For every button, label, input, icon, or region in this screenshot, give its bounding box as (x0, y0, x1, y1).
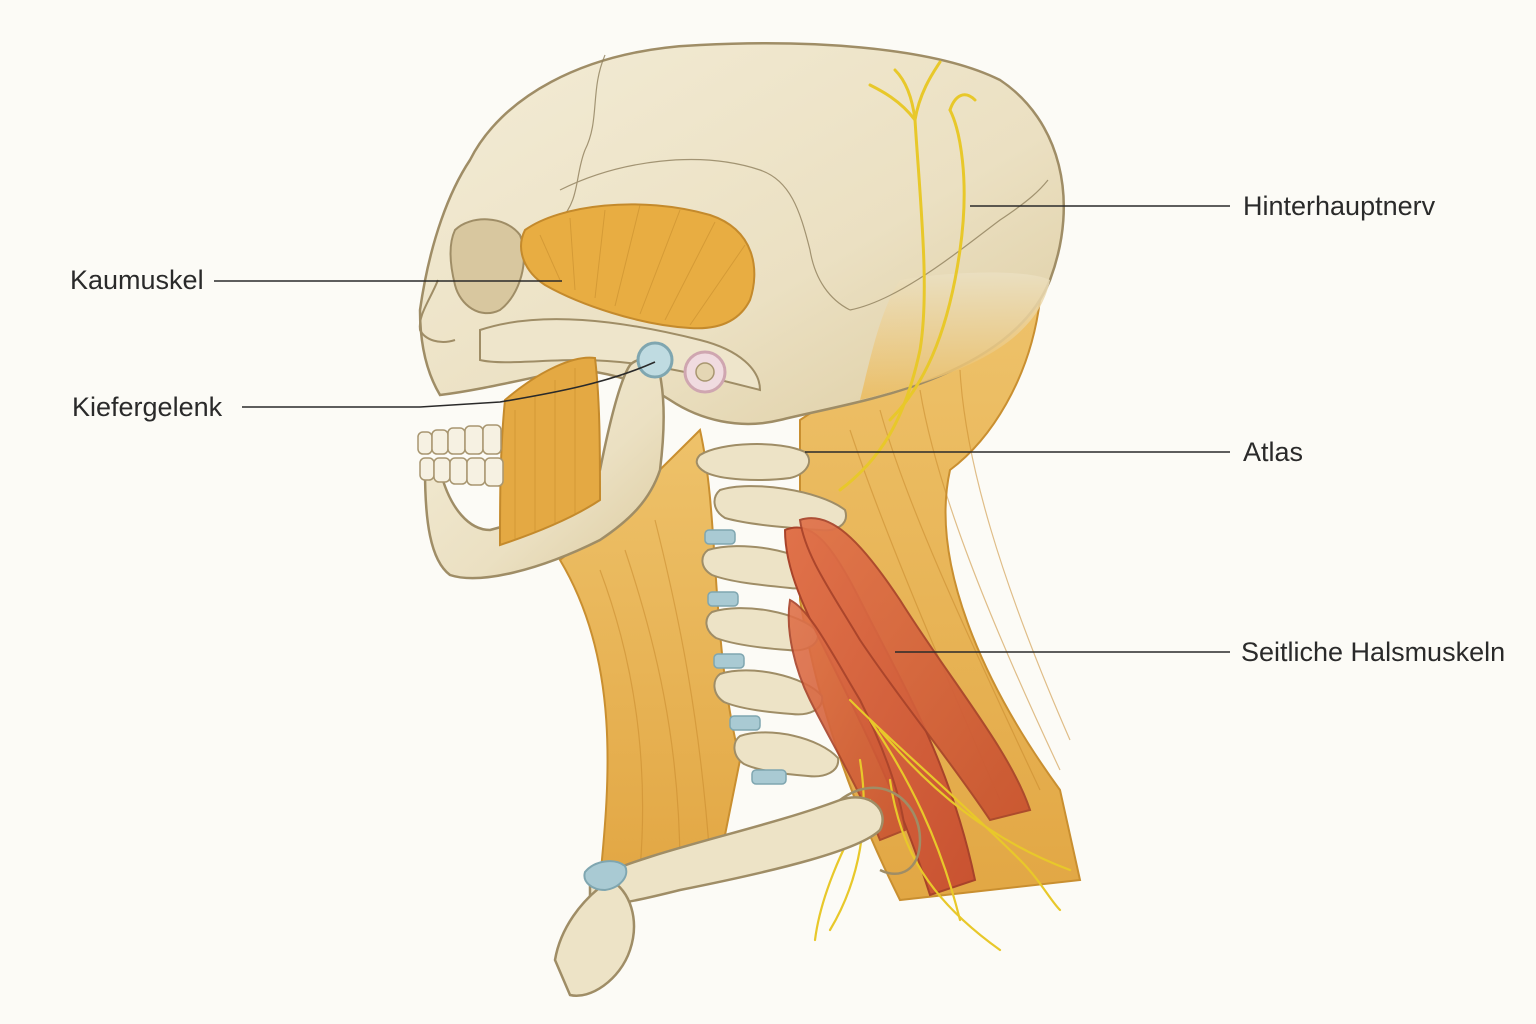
label-occipital-nerve: Hinterhauptnerv (1243, 191, 1436, 221)
label-jaw-joint: Kiefergelenk (72, 392, 223, 422)
temporalis-muscle (520, 203, 756, 330)
masseter-fibers (514, 368, 576, 540)
ear-canal (695, 362, 715, 382)
nasal-area (418, 279, 456, 343)
tmj-disc (636, 341, 674, 379)
temporalis-fibers (539, 204, 746, 326)
atlas-vertebra (695, 443, 810, 481)
label-masseter: Kaumuskel (70, 265, 204, 295)
label-atlas: Atlas (1243, 437, 1304, 467)
teeth (417, 424, 504, 487)
leader-jaw-joint-bend (419, 361, 656, 408)
clavicle (588, 796, 884, 906)
lateral-neck-muscles (783, 517, 1032, 897)
occipital-area (860, 272, 1050, 400)
occipital-nerve (838, 60, 977, 492)
shoulder (553, 878, 636, 998)
skull-sutures (559, 54, 1049, 311)
clavicle-cartilage (583, 860, 628, 892)
leader-lines (214, 205, 1230, 653)
first-rib (839, 786, 922, 875)
eye-orbit (449, 218, 525, 315)
label-lateral-neck-muscles: Seitliche Halsmuskeln (1241, 637, 1506, 667)
